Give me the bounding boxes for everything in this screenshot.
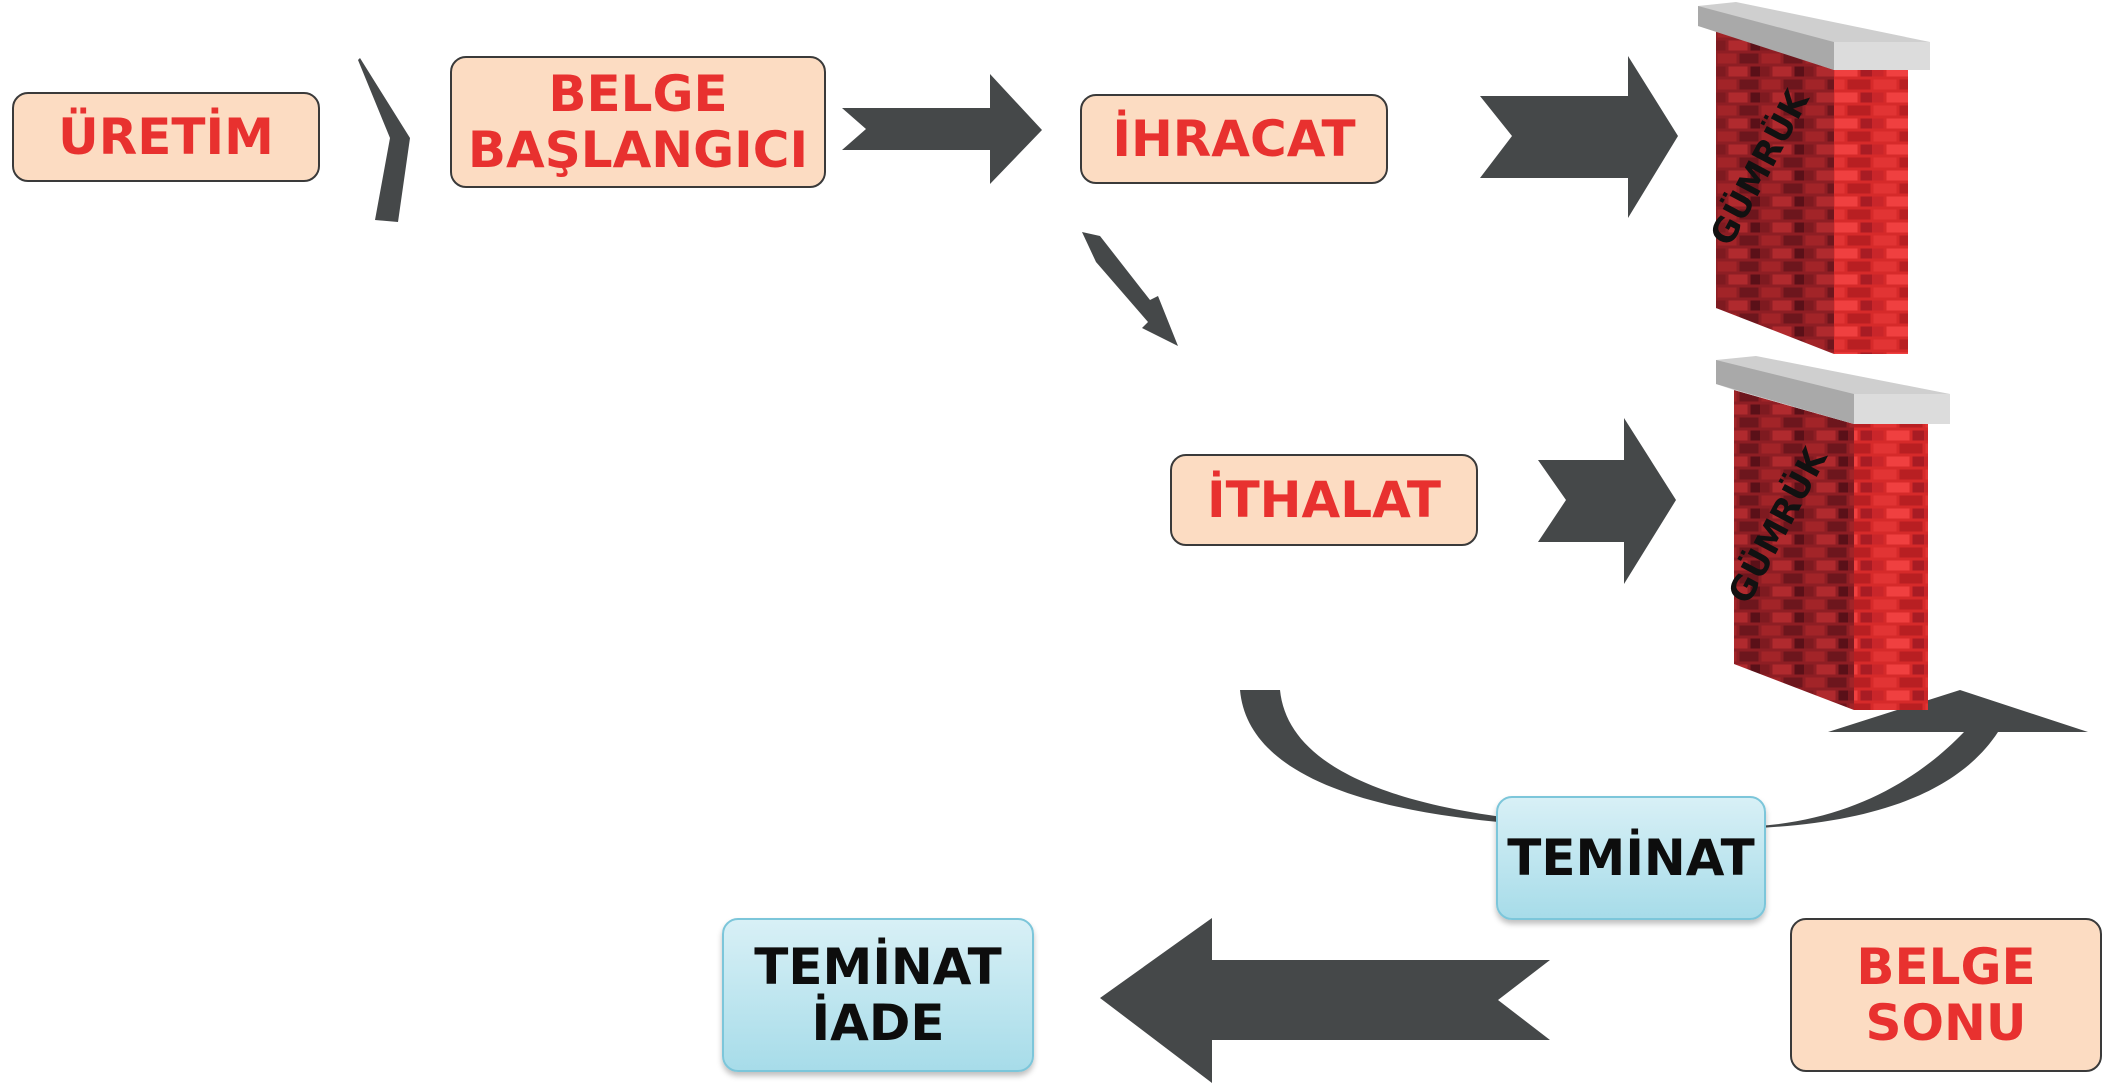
guarantee-return-box: TEMİNAT İADE [722, 918, 1034, 1072]
doc-end-label-line1: BELGE [1856, 938, 2036, 996]
customs-wall-bottom: GÜMRÜK [1716, 356, 1950, 710]
arrow-export-to-import [1082, 232, 1178, 346]
guarantee-label: TEMİNAT [1507, 829, 1755, 887]
guarantee-return-label-line2: İADE [811, 994, 945, 1052]
arrow-production-to-doc-start [358, 58, 410, 222]
customs-wall-top: GÜMRÜK [1698, 2, 1930, 354]
guarantee-return-label-line1: TEMİNAT [754, 938, 1002, 996]
import-box: İTHALAT [1170, 454, 1478, 546]
arrow-doc-start-to-export [842, 74, 1042, 184]
arrow-export-to-wall [1480, 56, 1678, 218]
guarantee-box: TEMİNAT [1496, 796, 1766, 920]
production-box: ÜRETİM [12, 92, 320, 182]
doc-start-label-line1: BELGE [548, 65, 728, 123]
import-label: İTHALAT [1206, 471, 1442, 529]
export-label: İHRACAT [1112, 110, 1356, 168]
arrow-guarantee-curve [1240, 690, 2088, 828]
doc-end-box: BELGE SONU [1790, 918, 2102, 1072]
arrow-import-to-wall [1538, 418, 1676, 584]
production-label: ÜRETİM [58, 108, 274, 166]
doc-start-box: BELGE BAŞLANGICI [450, 56, 826, 188]
doc-start-label-line2: BAŞLANGICI [467, 121, 809, 179]
doc-end-label-line2: SONU [1865, 994, 2027, 1052]
export-box: İHRACAT [1080, 94, 1388, 184]
arrow-to-guarantee-return [1100, 918, 1550, 1083]
